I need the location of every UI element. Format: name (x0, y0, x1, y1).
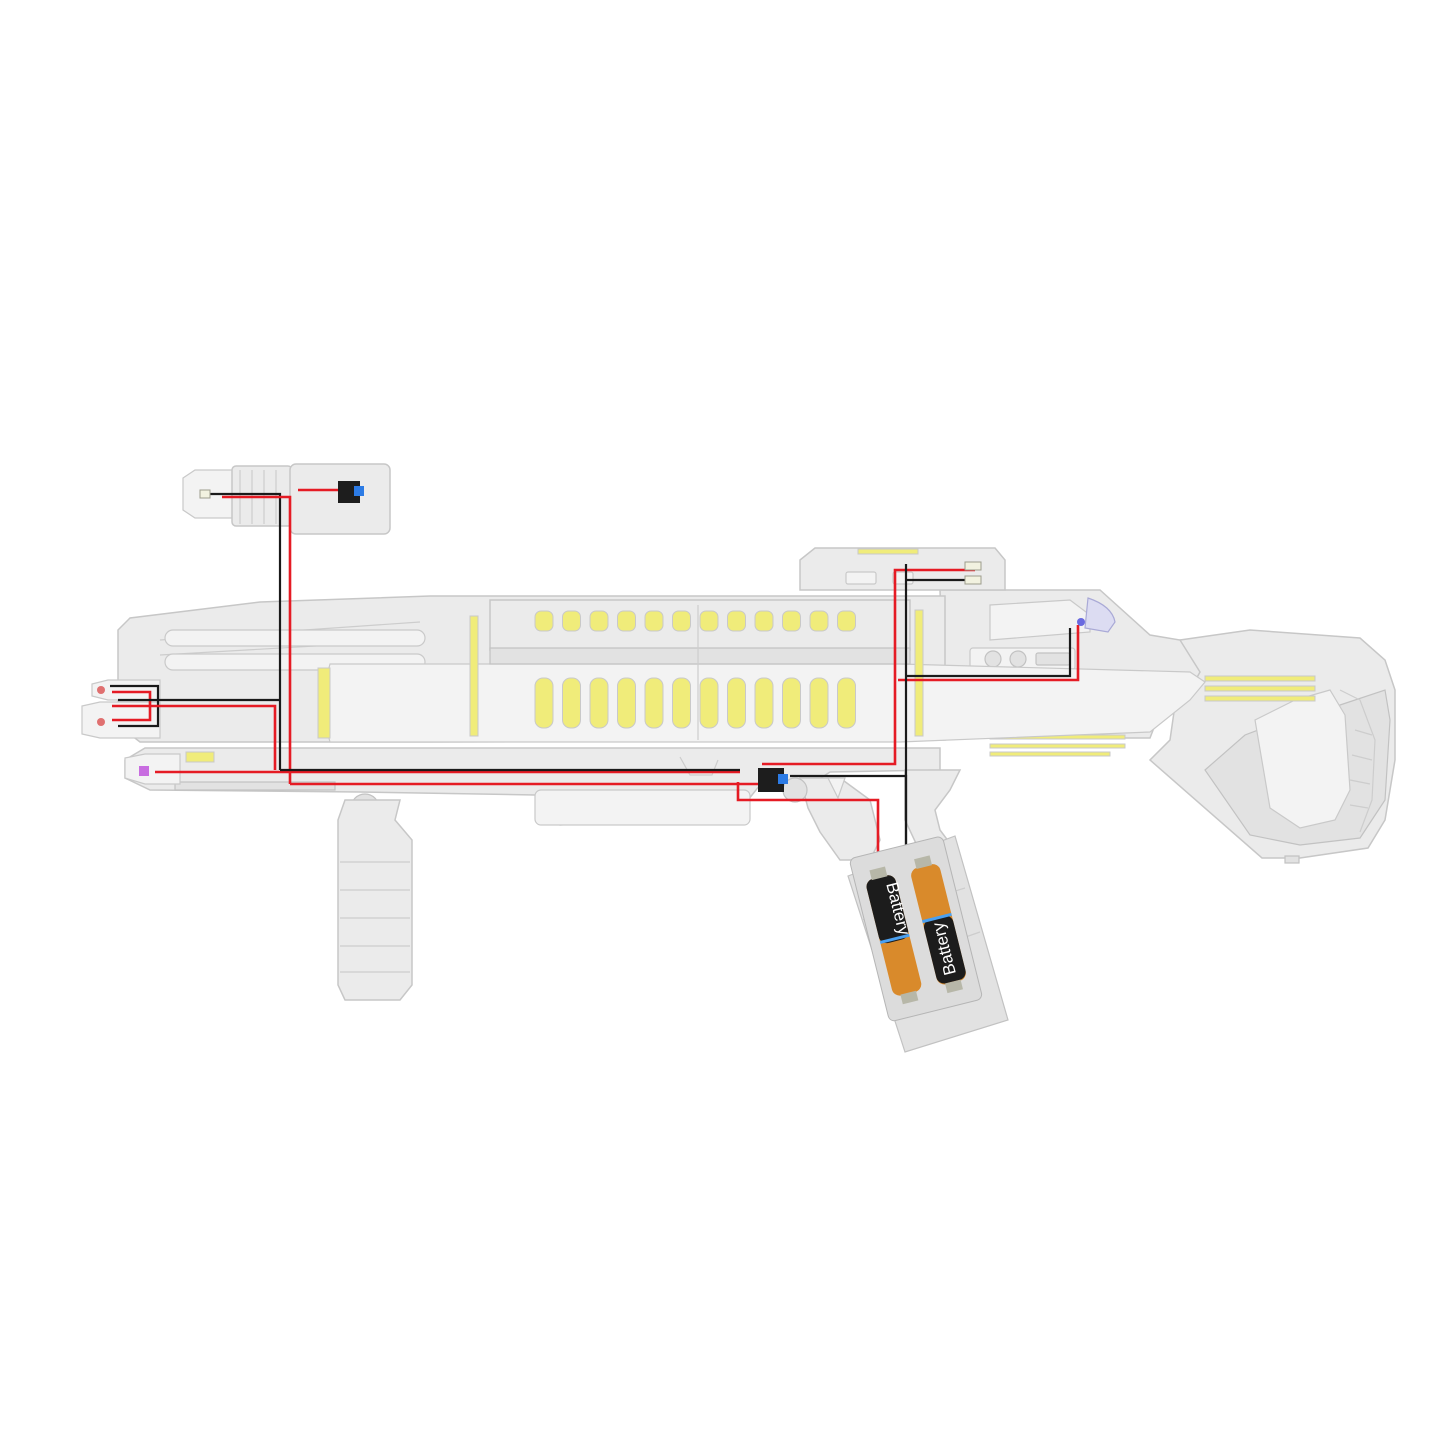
battery-icon: Battery (911, 855, 966, 994)
vent-slot (672, 610, 691, 632)
lower-vent-slots (534, 677, 856, 729)
vent-slot (809, 610, 829, 632)
vent-slot (562, 677, 581, 729)
led-icon (97, 489, 1085, 776)
vent-slot (589, 610, 609, 632)
vent-slot (837, 610, 856, 632)
vent-slot (534, 677, 554, 729)
lower-rail (124, 747, 941, 826)
vent-slot (782, 677, 801, 729)
vent-slot (809, 677, 829, 729)
upper-vent-slots (534, 610, 856, 632)
vent-slot (672, 677, 691, 729)
vent-slot (699, 610, 719, 632)
battery-icon: Battery (866, 866, 922, 1005)
vent-slot (699, 677, 719, 729)
stock (1148, 629, 1396, 864)
vent-slot (617, 677, 636, 729)
foregrip (337, 793, 413, 1001)
wiring (110, 488, 1080, 870)
vent-slot (754, 677, 774, 729)
vent-slot (754, 610, 774, 632)
handguard (117, 595, 1206, 743)
battery-pack: Battery Battery (849, 836, 983, 1022)
vent-slot (562, 610, 581, 632)
vent-slot (837, 677, 856, 729)
vent-slot (782, 610, 801, 632)
vent-slot (727, 677, 746, 729)
main-switch (758, 768, 788, 792)
vent-slot (644, 677, 664, 729)
vent-slot (617, 610, 636, 632)
vent-slot (644, 610, 664, 632)
vent-slot (534, 610, 554, 632)
scope-switch (338, 481, 364, 503)
vent-slot (727, 610, 746, 632)
vent-slot (589, 677, 609, 729)
